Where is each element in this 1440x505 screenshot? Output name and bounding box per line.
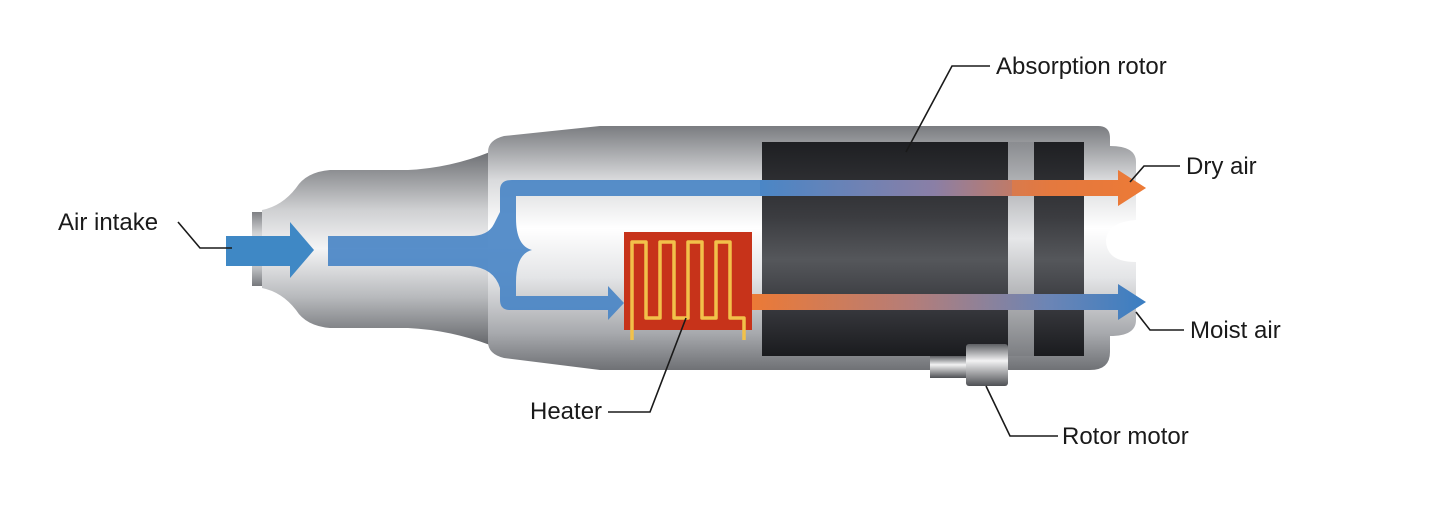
leader-moist-air [1135, 311, 1184, 331]
intake-stream [328, 180, 760, 320]
label-heater: Heater [530, 398, 602, 425]
leader-heater [608, 317, 687, 413]
moist-air-stream [752, 284, 1146, 320]
motor-body [966, 344, 1008, 386]
label-air-intake: Air intake [58, 209, 158, 236]
leader-absorption-rotor [905, 65, 990, 153]
rotor-end-block [1034, 142, 1084, 356]
intake-arrow-outer [226, 222, 314, 278]
label-dry-air: Dry air [1186, 153, 1257, 180]
leader-air-intake [177, 221, 232, 249]
intake-arrow [226, 180, 760, 320]
absorption-rotor [762, 142, 1084, 356]
leader-rotor-motor [985, 385, 1058, 437]
rotor-block [762, 142, 1008, 356]
leader-dry-air [1129, 165, 1180, 183]
label-rotor-motor: Rotor motor [1062, 423, 1189, 450]
heater [624, 232, 752, 340]
rotor-motor [930, 344, 1008, 386]
rotor-ring [1008, 142, 1034, 356]
leader-lines [177, 65, 1184, 437]
label-absorption-rotor: Absorption rotor [996, 53, 1167, 80]
dry-air-stream [760, 170, 1146, 206]
label-moist-air: Moist air [1190, 317, 1281, 344]
heater-coil [630, 240, 746, 340]
